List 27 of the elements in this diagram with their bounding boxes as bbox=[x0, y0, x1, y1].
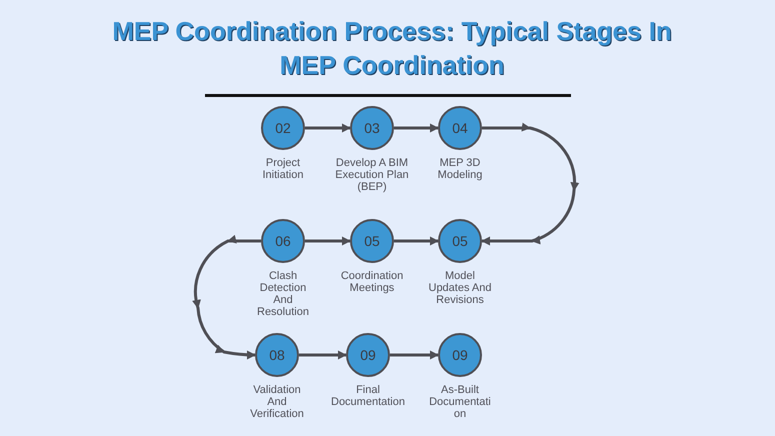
step-label: Validation And Verification bbox=[249, 384, 305, 420]
arrow bbox=[192, 235, 261, 360]
step-circle: 03 bbox=[350, 106, 394, 150]
step-circle: 06 bbox=[261, 219, 305, 263]
step-label: Develop A BIM Execution Plan (BEP) bbox=[334, 157, 410, 193]
arrow bbox=[394, 124, 438, 132]
arrow bbox=[305, 236, 350, 246]
step-circle: 02 bbox=[261, 106, 305, 150]
step-label: Coordination Meetings bbox=[340, 270, 404, 294]
step-circle: 08 bbox=[255, 333, 299, 377]
step-circle: 09 bbox=[438, 333, 482, 377]
arrow bbox=[305, 124, 350, 132]
step-label: Clash Detection And Resolution bbox=[256, 270, 310, 318]
arrow bbox=[390, 350, 438, 360]
step-label: As-Built Documentation bbox=[429, 384, 491, 420]
step-circle: 05 bbox=[438, 219, 482, 263]
step-label: MEP 3D Modeling bbox=[436, 157, 484, 181]
arrow bbox=[299, 350, 346, 360]
arrow bbox=[394, 236, 438, 246]
step-circle: 04 bbox=[438, 106, 482, 150]
step-circle: 05 bbox=[350, 219, 394, 263]
arrow bbox=[482, 122, 580, 246]
step-label: Model Updates And Revisions bbox=[428, 270, 492, 306]
step-label: Final Documentation bbox=[330, 384, 406, 408]
step-label: Project Initiation bbox=[262, 157, 304, 181]
step-circle: 09 bbox=[346, 333, 390, 377]
title: MEP Coordination Process: Typical Stages In MEP Coordination bbox=[112, 15, 672, 82]
